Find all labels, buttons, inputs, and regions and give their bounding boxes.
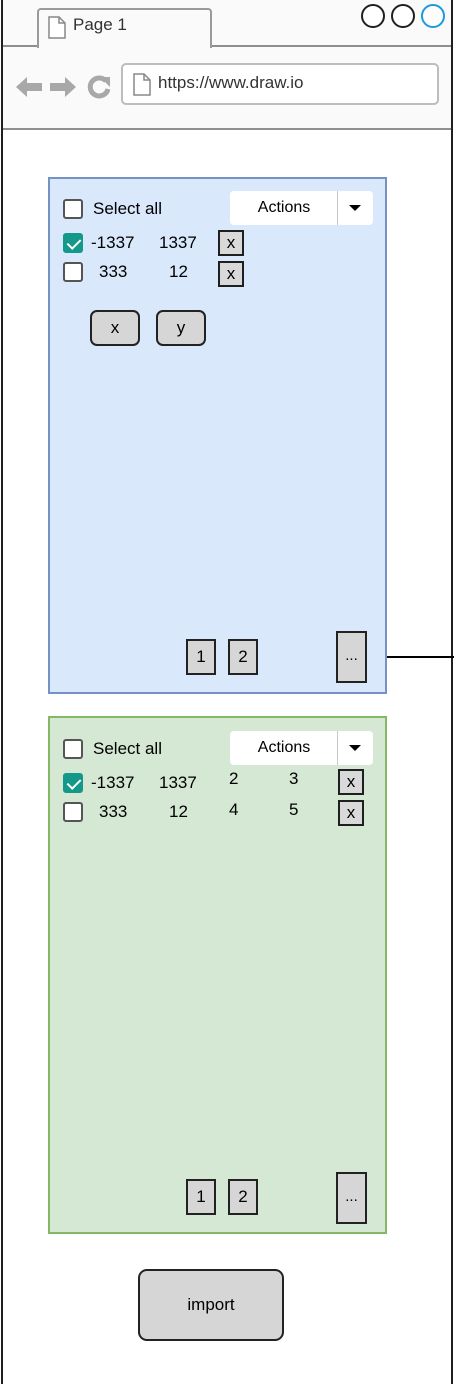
address-bar-divider [3,128,451,130]
remove-row-button[interactable]: x [218,261,244,287]
more-button[interactable]: ... [336,1172,367,1224]
x-button[interactable]: x [90,310,140,346]
row-value: 12 [169,802,188,821]
actions-dropdown[interactable]: Actions [230,731,373,765]
y-button[interactable]: y [156,310,206,346]
row-value: 4 [229,800,239,819]
row-value: -1337 [91,773,135,792]
page-button-1[interactable]: 1 [186,1179,216,1215]
page-icon [48,16,66,39]
url-text: https://www.draw.io [158,73,304,92]
row-checkbox[interactable] [63,802,83,822]
back-arrow-icon[interactable] [14,75,44,99]
remove-row-button[interactable]: x [338,800,364,826]
page-button-2[interactable]: 2 [228,639,258,675]
row-checkbox[interactable] [63,773,83,793]
dropdown-divider [337,191,338,225]
row-checkbox[interactable] [63,262,83,282]
window-control-circle[interactable] [361,4,385,28]
caret-down-icon[interactable] [349,205,361,211]
tab-title: Page 1 [73,15,127,34]
row-checkbox[interactable] [63,233,83,253]
row-value: 2 [229,769,239,788]
more-button[interactable]: ... [336,631,367,683]
remove-row-button[interactable]: x [338,769,364,795]
window-control-circle[interactable] [391,4,415,28]
page-icon [133,73,151,96]
import-button[interactable]: import [138,1269,284,1341]
row-value: 12 [169,262,188,281]
blue-panel [48,177,387,694]
tab-bar-divider [3,45,451,47]
caret-down-icon[interactable] [349,745,361,751]
select-all-label: Select all [93,199,162,218]
select-all-label: Select all [93,739,162,758]
forward-arrow-icon[interactable] [48,75,78,99]
row-value: 333 [99,262,128,281]
actions-label: Actions [257,739,311,756]
connector-line [368,656,454,658]
row-value: 3 [289,769,299,788]
green-panel [48,716,387,1234]
dropdown-divider [337,731,338,765]
actions-dropdown[interactable]: Actions [230,191,373,225]
window-control-circle-active[interactable] [421,4,445,28]
reload-icon[interactable] [86,74,112,100]
select-all-checkbox[interactable] [63,739,83,759]
remove-row-button[interactable]: x [218,230,244,256]
browser-tab[interactable] [37,8,212,48]
actions-label: Actions [257,199,311,216]
select-all-checkbox[interactable] [63,199,83,219]
row-value: -1337 [91,233,135,252]
page-button-1[interactable]: 1 [186,639,216,675]
page-button-2[interactable]: 2 [228,1179,258,1215]
row-value: 333 [99,802,128,821]
row-value: 5 [289,800,299,819]
row-value: 1337 [159,773,197,792]
address-bar[interactable] [121,63,439,105]
row-value: 1337 [159,233,197,252]
